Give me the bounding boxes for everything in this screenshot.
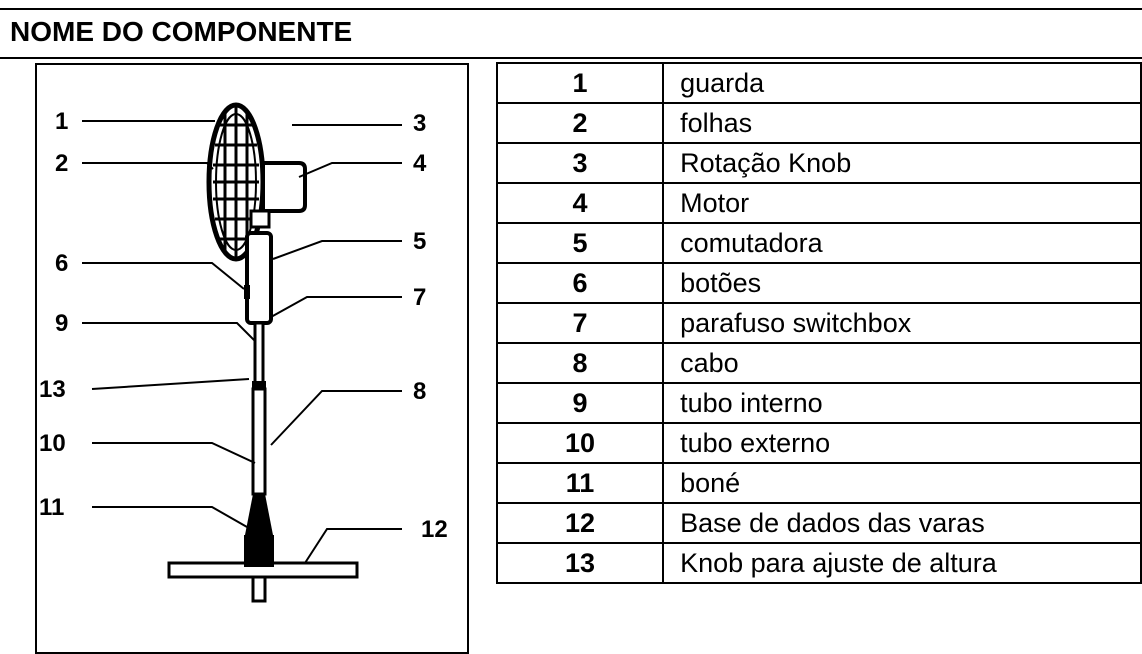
fan-diagram: 1 2 3 4 5 6 7 9 13 8 10 11 12 bbox=[39, 102, 448, 603]
part-name: comutadora bbox=[662, 222, 1142, 264]
part-number: 3 bbox=[495, 142, 665, 184]
part-number: 4 bbox=[495, 182, 665, 224]
callout-5: 5 bbox=[413, 228, 426, 255]
part-name: Motor bbox=[662, 182, 1142, 224]
part-name: cabo bbox=[662, 342, 1142, 384]
part-name: tubo interno bbox=[662, 382, 1142, 424]
leader-lines bbox=[82, 120, 402, 564]
switch-box bbox=[245, 231, 273, 325]
base-bar bbox=[167, 561, 359, 579]
part-number: 2 bbox=[495, 102, 665, 144]
part-name: folhas bbox=[662, 102, 1142, 144]
part-name: boné bbox=[662, 462, 1142, 504]
callout-13: 13 bbox=[39, 376, 66, 403]
motor-housing bbox=[261, 161, 307, 213]
part-name: parafuso switchbox bbox=[662, 302, 1142, 344]
top-rule bbox=[0, 8, 1142, 10]
part-number: 11 bbox=[495, 462, 665, 504]
part-name: botões bbox=[662, 262, 1142, 304]
part-name: tubo externo bbox=[662, 422, 1142, 464]
part-name: Base de dados das varas bbox=[662, 502, 1142, 544]
buttons bbox=[244, 285, 250, 299]
callout-3: 3 bbox=[413, 110, 426, 137]
base-stem bbox=[251, 575, 267, 603]
callout-2: 2 bbox=[55, 150, 68, 177]
outer-tube bbox=[251, 387, 267, 496]
callout-11: 11 bbox=[39, 494, 64, 521]
part-name: Knob para ajuste de altura bbox=[662, 542, 1142, 584]
callout-12: 12 bbox=[421, 516, 448, 543]
part-number: 12 bbox=[495, 502, 665, 544]
height-knob bbox=[252, 381, 266, 389]
part-number: 6 bbox=[495, 262, 665, 304]
callout-4: 4 bbox=[413, 150, 427, 177]
header-rule bbox=[0, 57, 1142, 59]
part-number: 1 bbox=[495, 62, 665, 104]
callout-1: 1 bbox=[55, 108, 68, 135]
callout-6: 6 bbox=[55, 250, 68, 277]
callout-8: 8 bbox=[413, 378, 426, 405]
part-number: 13 bbox=[495, 542, 665, 584]
callout-7: 7 bbox=[413, 284, 426, 311]
fan-diagram-frame: 1 2 3 4 5 6 7 9 13 8 10 11 12 bbox=[35, 63, 469, 654]
callout-9: 9 bbox=[55, 310, 68, 337]
part-number: 8 bbox=[495, 342, 665, 384]
neck-joint bbox=[249, 209, 271, 229]
cap bbox=[245, 494, 273, 535]
part-name: Rotação Knob bbox=[662, 142, 1142, 184]
part-number: 5 bbox=[495, 222, 665, 264]
page-title: NOME DO COMPONENTE bbox=[10, 16, 353, 47]
part-number: 9 bbox=[495, 382, 665, 424]
part-number: 10 bbox=[495, 422, 665, 464]
callout-10: 10 bbox=[39, 430, 66, 457]
base-hub bbox=[244, 535, 274, 567]
part-number: 7 bbox=[495, 302, 665, 344]
part-name: guarda bbox=[662, 62, 1142, 104]
callout-numbers: 1 2 3 4 5 6 7 9 13 8 10 11 12 bbox=[39, 108, 448, 543]
inner-tube bbox=[253, 321, 265, 385]
